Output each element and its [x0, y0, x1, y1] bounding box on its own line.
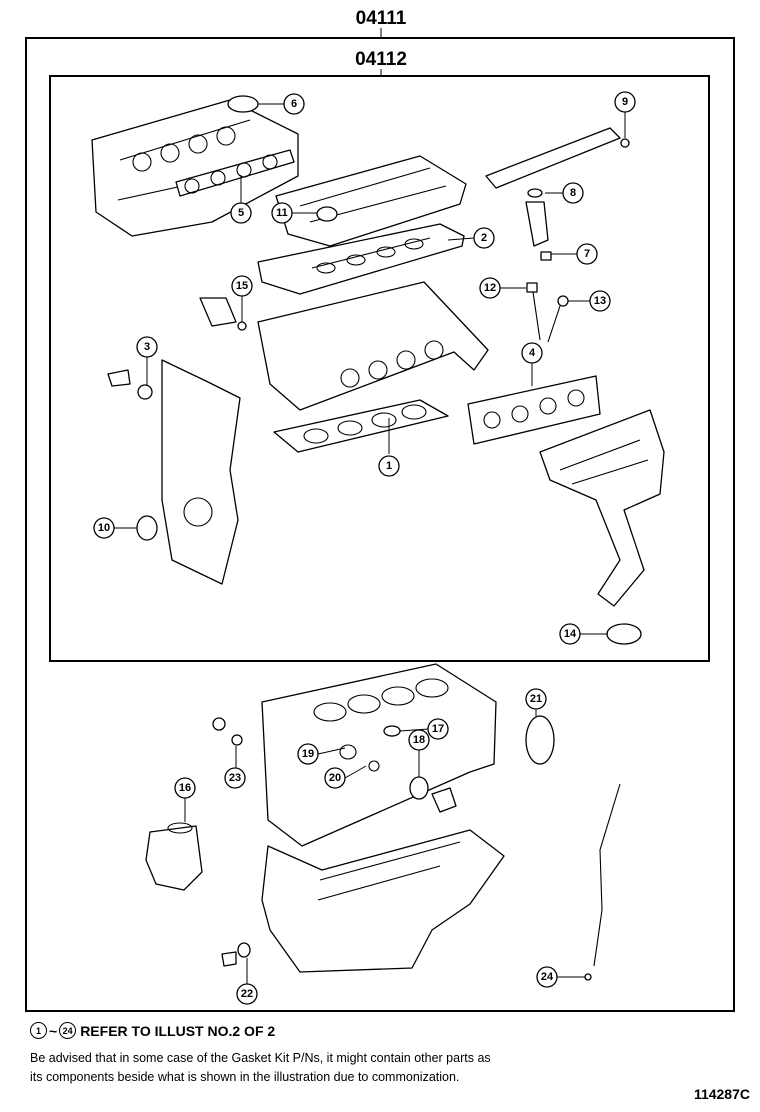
advisory-line-2: its components beside what is shown in t… — [30, 1070, 460, 1084]
advisory-note: Be advised that in some case of the Gask… — [30, 1049, 730, 1087]
svg-text:11: 11 — [276, 207, 288, 219]
fuel-rail-o-ring-drawing — [620, 138, 630, 148]
camshaft-sensor-drawing — [107, 369, 153, 400]
rear-seal-retainer-drawing — [409, 776, 429, 800]
svg-text:7: 7 — [584, 248, 590, 260]
svg-text:23: 23 — [229, 772, 241, 784]
head-cover-gasket-drawing — [257, 223, 465, 295]
svg-text:21: 21 — [530, 693, 542, 705]
exhaust-ring-drawing — [606, 623, 642, 645]
intake-manifold-gasket-drawing — [175, 149, 295, 197]
sensor-bracket-drawing — [199, 297, 237, 327]
svg-text:4: 4 — [529, 347, 536, 359]
callout-1: 1 — [378, 455, 400, 477]
callout-12: 12 — [479, 277, 501, 299]
callout-13: 13 — [589, 290, 611, 312]
outer-kit-part-number: 04111 — [356, 8, 407, 29]
exhaust-manifold-drawing — [539, 409, 665, 607]
oil-dipstick-drawing — [584, 783, 621, 981]
callout-3: 3 — [136, 336, 158, 358]
oil-filler-cap-drawing — [227, 95, 259, 113]
callout-18: 18 — [408, 729, 430, 751]
refer-from-callout: 1 — [30, 1022, 47, 1039]
plug-gasket-23-drawing — [231, 734, 243, 746]
svg-text:6: 6 — [291, 98, 297, 110]
plug-23-drawing — [212, 717, 226, 731]
refer-text: REFER TO ILLUST NO.2 OF 2 — [80, 1022, 276, 1039]
cylinder-head-cover-drawing — [275, 155, 467, 247]
callout-10: 10 — [93, 517, 115, 539]
svg-text:1: 1 — [386, 460, 392, 472]
illustration-reference-code: 114287C — [693, 1086, 750, 1102]
callout-9: 9 — [614, 91, 636, 113]
gasket-kit-exploded-diagram: 04111 04112 — [25, 8, 735, 1012]
intake-manifold-drawing — [91, 99, 299, 237]
inner-kit-box — [49, 75, 710, 662]
outer-kit-box — [25, 37, 735, 1012]
svg-text:19: 19 — [302, 748, 314, 760]
callout-16: 16 — [174, 777, 196, 799]
callout-22: 22 — [236, 983, 258, 1005]
callout-8: 8 — [562, 182, 584, 204]
cylinder-head-gasket-drawing — [273, 399, 449, 453]
callout-21: 21 — [525, 688, 547, 710]
oil-pan-drawing — [261, 829, 505, 973]
footer-notes: 1 ~ 24 REFER TO ILLUST NO.2 OF 2 Be advi… — [30, 1022, 730, 1087]
callout-23: 23 — [224, 767, 246, 789]
timing-chain-cover-drawing — [161, 359, 241, 585]
refer-to-callout: 24 — [59, 1022, 77, 1039]
svg-text:13: 13 — [594, 295, 606, 307]
advisory-line-1: Be advised that in some case of the Gask… — [30, 1051, 491, 1065]
svg-text:14: 14 — [564, 628, 577, 640]
drain-plug-drawing — [221, 951, 237, 967]
drain-plug-gasket-drawing — [237, 942, 251, 958]
svg-text:8: 8 — [570, 187, 576, 199]
callout-19: 19 — [297, 743, 319, 765]
callout-17: 17 — [427, 718, 449, 740]
water-inlet-gasket-drawing — [383, 725, 401, 737]
injector-o-ring-drawing — [527, 188, 543, 198]
refer-line: 1 ~ 24 REFER TO ILLUST NO.2 OF 2 — [30, 1022, 730, 1039]
svg-text:9: 9 — [622, 96, 628, 108]
svg-text:16: 16 — [179, 782, 191, 794]
callout-15: 15 — [231, 275, 253, 297]
cylinder-block-drawing — [261, 663, 497, 847]
filler-seal-drawing — [316, 206, 338, 222]
svg-text:18: 18 — [413, 734, 425, 746]
cylinder-head-drawing — [257, 281, 489, 411]
svg-text:5: 5 — [238, 207, 244, 219]
callout-14: 14 — [559, 623, 581, 645]
exhaust-manifold-gasket-drawing — [467, 375, 601, 445]
injector-seal-drawing — [540, 251, 552, 261]
svg-text:15: 15 — [236, 280, 248, 292]
svg-text:2: 2 — [481, 232, 487, 244]
sensor-o-ring-drawing — [237, 321, 247, 331]
svg-text:22: 22 — [241, 988, 253, 1000]
crankshaft-rear-seal-drawing — [525, 715, 555, 765]
crankshaft-front-seal-drawing — [136, 515, 158, 541]
svg-text:10: 10 — [98, 522, 110, 534]
svg-text:17: 17 — [432, 723, 444, 735]
svg-text:24: 24 — [541, 971, 554, 983]
svg-text:20: 20 — [329, 772, 341, 784]
callout-24: 24 — [536, 966, 558, 988]
callout-6: 6 — [283, 93, 305, 115]
oil-pressure-switch-drawing — [431, 787, 457, 813]
callout-20: 20 — [324, 767, 346, 789]
leader-lines — [114, 103, 626, 984]
callout-7: 7 — [576, 243, 598, 265]
refer-tilde: ~ — [49, 1022, 58, 1039]
svg-text:12: 12 — [484, 282, 496, 294]
inner-kit-part-number: 04112 — [355, 49, 407, 70]
callout-2: 2 — [473, 227, 495, 249]
callout-11: 11 — [271, 202, 293, 224]
callout-4: 4 — [521, 342, 543, 364]
callout-5: 5 — [230, 202, 252, 224]
fuel-rail-drawing — [485, 127, 621, 247]
svg-text:3: 3 — [144, 341, 150, 353]
valves-drawing — [526, 282, 569, 343]
oil-filter-bracket-drawing — [145, 822, 203, 891]
